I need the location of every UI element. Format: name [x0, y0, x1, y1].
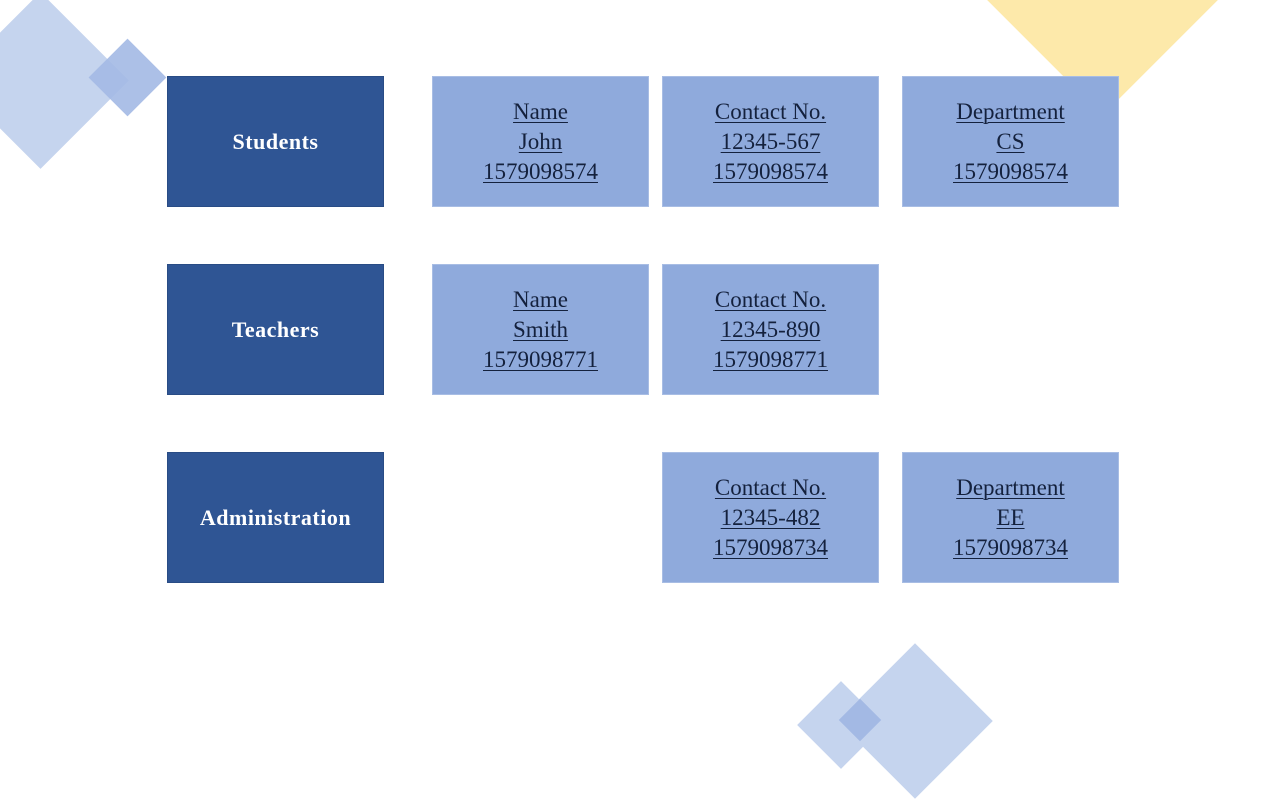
teachers-contact-card: Contact No. 12345-890 1579098771 — [662, 264, 879, 395]
teachers-name-label: Name — [513, 286, 568, 312]
teachers-name-card: Name Smith 1579098771 — [432, 264, 649, 395]
teachers-name-value: Smith — [513, 316, 568, 342]
administration-department-card: Department EE 1579098734 — [902, 452, 1119, 583]
students-department-value: CS — [996, 128, 1025, 154]
students-department-label: Department — [956, 98, 1065, 124]
students-contact-id: 1579098574 — [713, 158, 828, 184]
students-name-value: John — [518, 128, 563, 154]
students-department-id: 1579098574 — [953, 158, 1068, 184]
teachers-contact-label: Contact No. — [714, 286, 827, 312]
students-contact-card: Contact No. 12345-567 1579098574 — [662, 76, 879, 207]
category-students-label: Students — [232, 128, 319, 154]
administration-contact-value: 12345-482 — [720, 504, 821, 530]
students-contact-value: 12345-567 — [720, 128, 821, 154]
administration-department-value: EE — [996, 504, 1025, 530]
administration-contact-label: Contact No. — [714, 474, 827, 500]
teachers-contact-value: 12345-890 — [720, 316, 821, 342]
students-department-card: Department CS 1579098574 — [902, 76, 1119, 207]
administration-contact-id: 1579098734 — [713, 534, 828, 560]
administration-department-id: 1579098734 — [953, 534, 1068, 560]
category-teachers: Teachers — [167, 264, 384, 395]
category-administration-label: Administration — [199, 504, 352, 530]
category-administration: Administration — [167, 452, 384, 583]
administration-department-label: Department — [956, 474, 1065, 500]
students-name-card: Name John 1579098574 — [432, 76, 649, 207]
category-students: Students — [167, 76, 384, 207]
students-name-id: 1579098574 — [483, 158, 598, 184]
teachers-contact-id: 1579098771 — [713, 346, 828, 372]
students-name-label: Name — [513, 98, 568, 124]
teachers-name-id: 1579098771 — [483, 346, 598, 372]
category-teachers-label: Teachers — [231, 316, 320, 342]
administration-contact-card: Contact No. 12345-482 1579098734 — [662, 452, 879, 583]
students-contact-label: Contact No. — [714, 98, 827, 124]
